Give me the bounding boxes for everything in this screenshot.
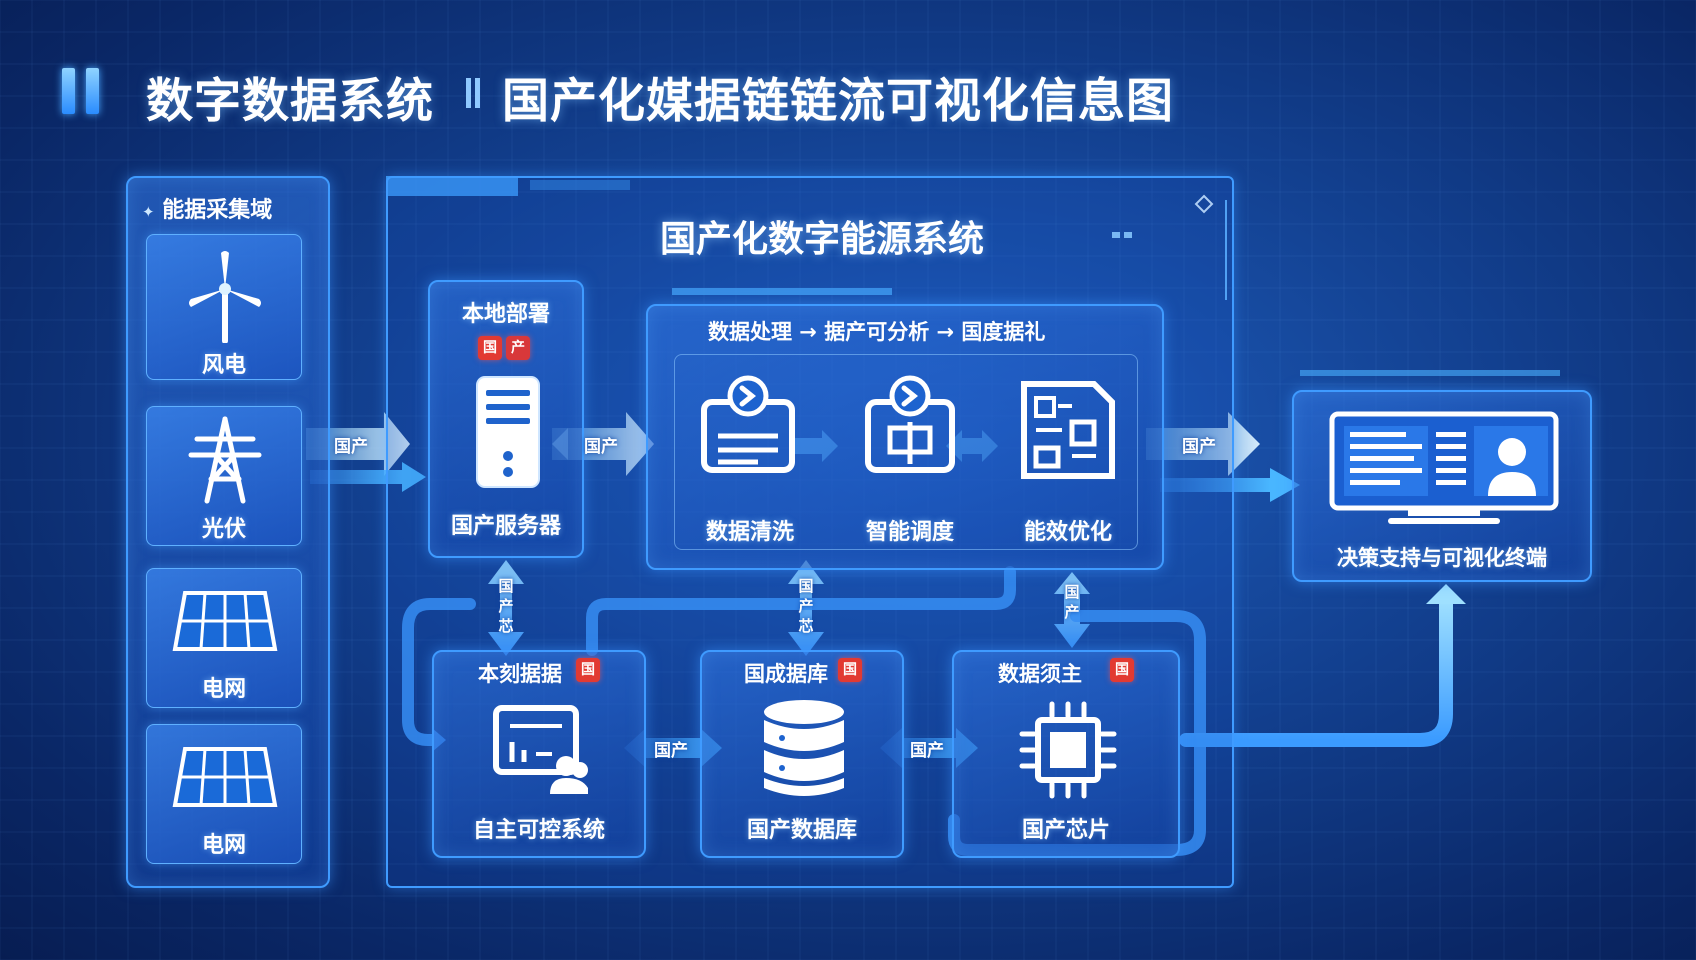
cn-badge: 国: [838, 658, 862, 682]
arrow-bottom-a: [624, 728, 722, 768]
arrow-vertical-server: [488, 560, 524, 656]
collection-item-pv[interactable]: 光伏: [146, 406, 302, 546]
bottom-heading: 本刻据据: [478, 662, 562, 686]
server-label: 国产服务器: [450, 514, 561, 539]
collection-item-label: 光伏: [201, 517, 246, 542]
cn-badge: 国: [478, 336, 502, 360]
system-title: 国产化数字能源系统: [660, 219, 985, 260]
efficiency-icon: [1021, 381, 1115, 479]
connector-chip-to-decision: [1179, 593, 1453, 747]
arrow-label-v-chip: 国产: [1064, 583, 1080, 621]
solar-panel-icon: [172, 591, 278, 651]
solar-panel-icon: [172, 747, 278, 807]
arrow-process-to-decision: [1146, 412, 1300, 502]
collection-title: ✦ 能据采集域: [142, 192, 272, 224]
bottom-heading: 数据须主: [998, 662, 1082, 686]
bottom-panel-control[interactable]: 本刻据据 国 自主可控系统: [432, 650, 646, 858]
collection-item-grid-1[interactable]: 电网: [146, 568, 302, 708]
smart-dispatch-icon: [865, 375, 955, 473]
title-accent-bars: [62, 68, 106, 114]
title-separator: [466, 78, 482, 108]
arrow-vertical-chip: [1054, 572, 1090, 648]
arrow-label-server: 国产: [584, 437, 618, 457]
decision-label: 决策支持与可视化终端: [1337, 546, 1547, 570]
chip-icon: [1019, 701, 1117, 799]
arrow-to-decision-head: [1426, 584, 1466, 604]
server-panel[interactable]: 本地部署 国 产 国产服务器: [428, 280, 584, 558]
bottom-panel-chip[interactable]: 数据须主 国 国产芯片: [952, 650, 1180, 858]
process-header: 数据处理 → 据产可分析 → 国度据礼: [708, 320, 1046, 344]
process-step-label: 能效优化: [1023, 520, 1112, 545]
process-step-clean[interactable]: 数据清洗: [684, 364, 816, 545]
arrow-label-bottom-b: 国产: [910, 741, 944, 761]
loop-connector-left: [586, 566, 1016, 656]
collection-panel: ✦ 能据采集域 风电 光伏: [126, 176, 330, 888]
wind-turbine-icon: [189, 251, 261, 343]
arrow-collect-to-server: [306, 412, 426, 492]
bottom-label: 国产数据库: [746, 818, 857, 843]
collection-item-label: 电网: [201, 833, 246, 858]
database-icon: [764, 700, 844, 796]
collection-item-label: 风电: [201, 353, 246, 378]
page-title-right: 国产化媒据链链流可视化信息图: [502, 74, 1174, 129]
process-panel: 数据处理 → 据产可分析 → 国度据礼 数据清洗 智能调度: [646, 304, 1164, 570]
collection-title-text: 能据采集域: [162, 198, 273, 223]
server-heading: 本地部署: [461, 302, 550, 327]
arrow-label-v-db: 国产芯: [798, 577, 814, 635]
cn-badge: 国: [1110, 658, 1134, 682]
power-tower-icon: [188, 416, 262, 504]
monitor-icon: [1329, 411, 1559, 524]
loop-connector-server: [402, 598, 476, 746]
arrow-label-v-server: 国产芯: [498, 577, 514, 635]
control-system-icon: [493, 705, 588, 794]
collection-item-wind[interactable]: 风电: [146, 234, 302, 380]
process-step-efficiency[interactable]: 能效优化: [1002, 364, 1134, 545]
collection-item-label: 电网: [201, 677, 246, 702]
page-title-left: 数字数据系统: [146, 74, 434, 129]
bottom-label: 自主可控系统: [472, 818, 605, 843]
cn-badge: 国: [576, 658, 600, 682]
cn-badge: 产: [506, 336, 530, 360]
process-step-dispatch[interactable]: 智能调度: [844, 364, 976, 545]
process-step-label: 智能调度: [865, 520, 954, 545]
arrow-label-bottom-a: 国产: [654, 741, 688, 761]
server-icon: [476, 376, 540, 488]
collection-item-grid-2[interactable]: 电网: [146, 724, 302, 864]
system-frame-accents: [386, 176, 1560, 376]
process-step-label: 数据清洗: [705, 520, 794, 545]
process-inner-frame: [674, 354, 1138, 550]
decision-panel[interactable]: 决策支持与可视化终端: [1292, 390, 1592, 582]
bottom-panel-database[interactable]: 国成据库 国 国产数据库: [700, 650, 904, 858]
arrow-label-collect: 国产: [334, 437, 368, 457]
bottom-heading: 国成据库: [744, 662, 828, 686]
data-cleaning-icon: [701, 375, 795, 473]
bottom-label: 国产芯片: [1021, 818, 1110, 843]
sparkle-icon: ✦: [142, 203, 155, 221]
arrow-label-decision: 国产: [1182, 437, 1216, 457]
